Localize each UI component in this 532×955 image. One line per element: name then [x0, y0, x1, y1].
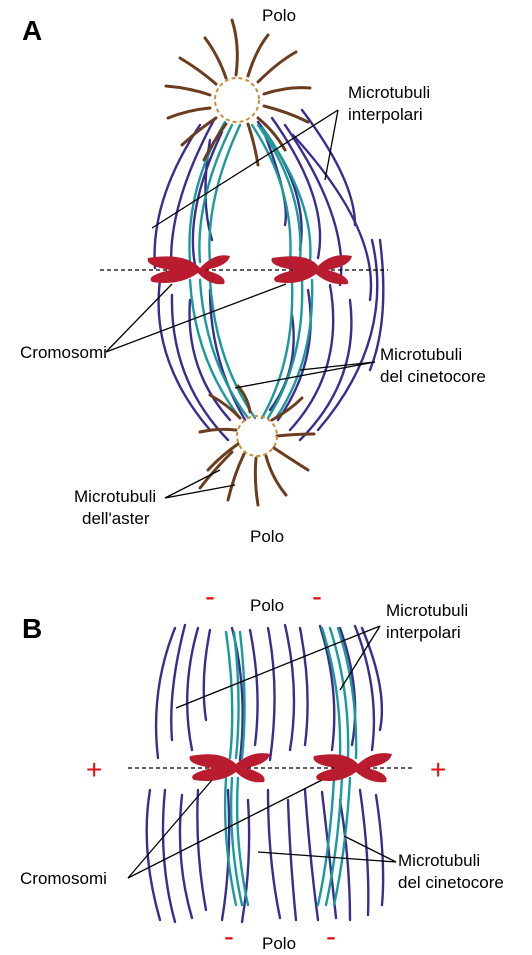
panel-a-aster-label-2: dell'aster	[82, 509, 150, 528]
panel-a-pole-top-label: Polo	[262, 6, 296, 25]
panel-b-letter: B	[22, 613, 42, 644]
panel-a-pole-bottom-label: Polo	[250, 527, 284, 546]
panel-b-pole-top-label: Polo	[250, 596, 284, 615]
panel-a-kinetochore-label-1: Microtubuli	[380, 345, 462, 364]
panel-a-interpolar-label-1: Microtubuli	[348, 83, 430, 102]
panel-a-centrosome-bottom	[237, 416, 277, 456]
panel-b-kinetochore-label-1: Microtubuli	[398, 851, 480, 870]
panel-a-kinetochore-label-2: del cinetocore	[380, 367, 486, 386]
panel-b-interpolar-label-1: Microtubuli	[386, 601, 468, 620]
panel-b-kinetochore-label-2: del cinetocore	[398, 873, 504, 892]
panel-a-aster-label-1: Microtubuli	[74, 487, 156, 506]
panel-b-minus-top-left: -	[205, 580, 215, 613]
panel-b: B	[20, 580, 504, 953]
panel-a-leader-lines	[106, 110, 375, 498]
panel-b-minus-bottom-right: -	[326, 920, 336, 953]
panel-b-plus-left: +	[86, 754, 102, 785]
panel-a-chromosomes-label: Cromosomi	[20, 343, 107, 362]
panel-b-minus-bottom-left: -	[224, 920, 234, 953]
panel-b-interpolar-label-2: interpolari	[386, 623, 461, 642]
panel-b-plus-right: +	[430, 754, 446, 785]
panel-b-chromosomes-label: Cromosomi	[20, 869, 107, 888]
panel-a-interpolar-label-2: interpolari	[348, 105, 423, 124]
panel-b-minus-top-right: -	[312, 580, 322, 613]
panel-a: A	[20, 6, 486, 546]
panel-b-pole-bottom-label: Polo	[262, 934, 296, 953]
panel-a-centrosome-top	[215, 78, 259, 122]
panel-a-letter: A	[22, 15, 42, 46]
